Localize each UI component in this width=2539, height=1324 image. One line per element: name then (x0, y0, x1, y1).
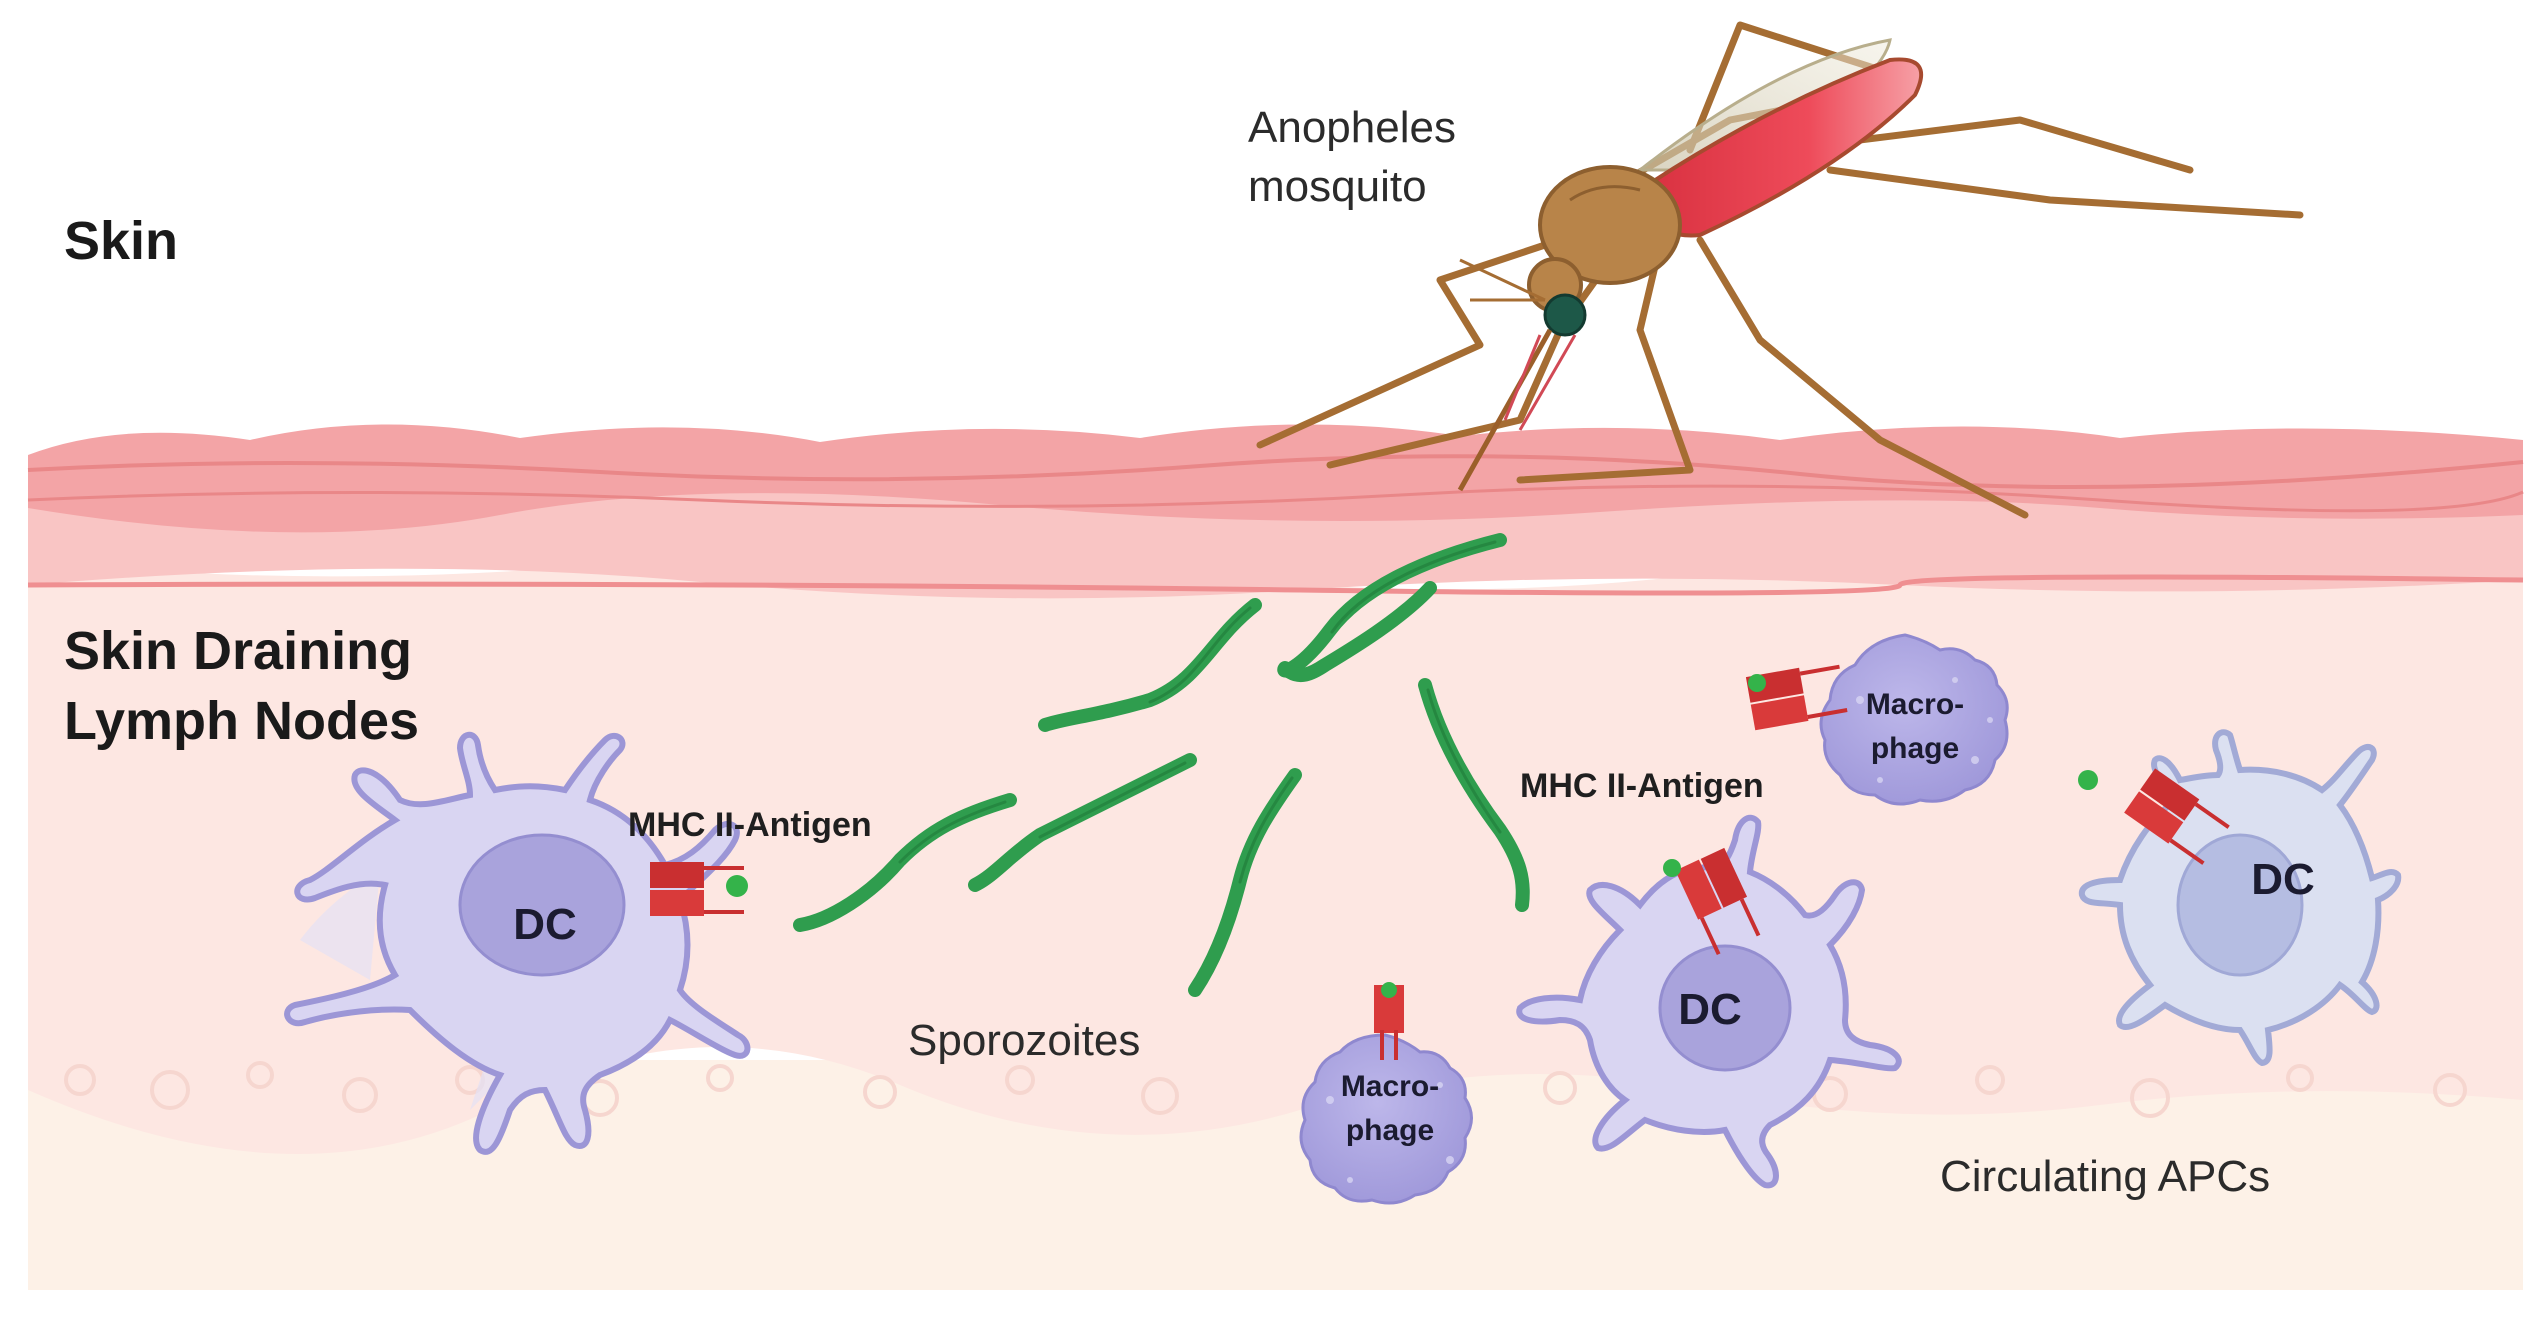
mhc-antigen-label-left: MHC II-Antigen (628, 806, 872, 844)
dc-nucleus (1658, 944, 1792, 1072)
macrophage-bottom (1299, 1033, 1473, 1205)
dc-cell-center (1516, 814, 1902, 1189)
macrophage-top-label-line2: phage (1870, 732, 1960, 765)
mosquito (1256, 21, 2304, 519)
skin-draining-label-line2: Lymph Nodes (64, 691, 420, 751)
mosquito-label-line2: mosquito (1248, 162, 1427, 211)
dc-cell-left (284, 731, 751, 1155)
macrophage-top-label-line1: Macro- (1865, 688, 1965, 721)
macrophage-bottom-label-line1: Macro- (1340, 1070, 1440, 1103)
skin-label: Skin (64, 211, 179, 271)
dc-nucleus (458, 833, 626, 977)
sporozoites-label: Sporozoites (908, 1016, 1141, 1065)
mhc-antigen-label-right: MHC II-Antigen (1520, 767, 1764, 805)
antigen-dot (1663, 859, 1681, 877)
antigen-dot (2078, 770, 2098, 790)
dc-label-left: DC (513, 900, 577, 949)
mhc-receptor-macrophage-bottom (1374, 982, 1404, 1060)
dc-label-center: DC (1678, 985, 1742, 1034)
skin-draining-label-line1: Skin Draining (64, 621, 413, 681)
sporozoite (1283, 581, 1437, 683)
dc-label-right: DC (2251, 855, 2315, 904)
tissue-bubbles (64, 1060, 2467, 1118)
antigen-dot (1748, 674, 1766, 692)
macrophage-top (1819, 633, 2009, 806)
sporozoites-group (793, 533, 1530, 997)
circulating-apcs-label: Circulating APCs (1940, 1152, 2271, 1201)
antigen-dot (726, 875, 748, 897)
dc-nucleus (2176, 833, 2304, 977)
mosquito-label-line1: Anopheles (1248, 103, 1456, 152)
macrophage-bottom-label-line2: phage (1345, 1114, 1435, 1147)
